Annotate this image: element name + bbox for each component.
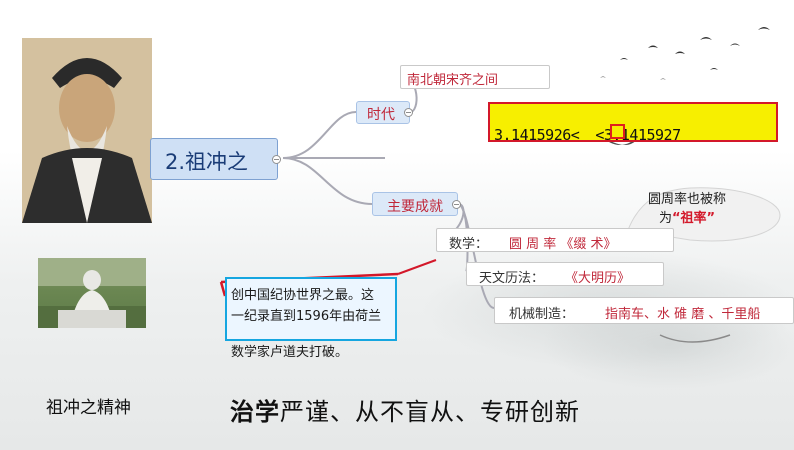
spirit-text: 治学严谨、从不盲从、专研创新: [230, 392, 580, 427]
era-label: 时代: [367, 107, 395, 123]
achievements-label: 主要成就: [387, 199, 443, 215]
pi-lower-bound: 3.1415926<: [494, 126, 580, 144]
note-highlight: 创中国纪协世界之最: [231, 288, 349, 303]
note-line-3: 数学家卢道夫打破。: [231, 345, 349, 360]
achievement-field: 机械制造：: [509, 307, 575, 322]
note-line-2: 一纪录直到1596年由荷兰: [231, 309, 382, 324]
central-topic-title: 2.祖冲之: [165, 150, 249, 174]
achievement-field: 天文历法：: [479, 271, 545, 286]
world-record-note-box: [225, 277, 397, 341]
achievement-value: 《大明历》: [565, 271, 631, 286]
collapse-icon[interactable]: [272, 155, 281, 164]
birds-illustration: [600, 27, 770, 80]
note-line1-rest: 。这: [348, 288, 375, 303]
zu-rate-bubble: 圆周率也被称 为“祖率”: [648, 190, 726, 228]
achievement-field: 数学：: [449, 237, 489, 252]
collapse-icon[interactable]: [452, 200, 461, 209]
central-topic-node[interactable]: 2.祖冲之: [150, 138, 278, 180]
zu-chongzhi-portrait: [22, 38, 152, 223]
achievement-machinery-node[interactable]: 机械制造： 指南车、水 碓 磨 、千里船: [494, 297, 794, 324]
era-detail-node[interactable]: 南北朝宋齐之间: [400, 65, 550, 89]
spirit-rest: 严谨、从不盲从、专研创新: [280, 398, 580, 426]
bubble-quote-open: “: [671, 211, 681, 226]
era-node[interactable]: 时代: [356, 101, 410, 124]
bubble-highlight: 祖率: [680, 211, 707, 226]
achievement-value: 圆 周 率 《缀 术》: [509, 237, 617, 252]
achievements-node[interactable]: 主要成就: [372, 192, 458, 216]
zu-chongzhi-statue-photo: [38, 258, 146, 328]
pi-range-highlight: [488, 102, 778, 142]
achievement-value: 指南车、水 碓 磨 、千里船: [605, 307, 761, 322]
spirit-bold-part: 治学: [230, 398, 280, 426]
bubble-prefix: 为: [658, 211, 672, 226]
spirit-label: 祖冲之精神: [46, 398, 131, 418]
achievement-math-node[interactable]: 数学： 圆 周 率 《缀 术》: [436, 228, 674, 252]
bubble-line1: 圆周率也被称: [648, 192, 727, 207]
pi-placeholder-square: [610, 124, 625, 139]
note-line-1: 创中国纪协世界之最。这: [231, 284, 374, 303]
era-detail-text: 南北朝宋齐之间: [407, 73, 499, 88]
achievement-astronomy-node[interactable]: 天文历法： 《大明历》: [466, 262, 664, 286]
collapse-icon[interactable]: [404, 108, 413, 117]
pi-upper-bound: <3.1415927: [595, 126, 681, 144]
pi-range-formula: 3.1415926< <3.1415927: [494, 126, 681, 144]
bubble-quote-close: ”: [706, 211, 716, 226]
